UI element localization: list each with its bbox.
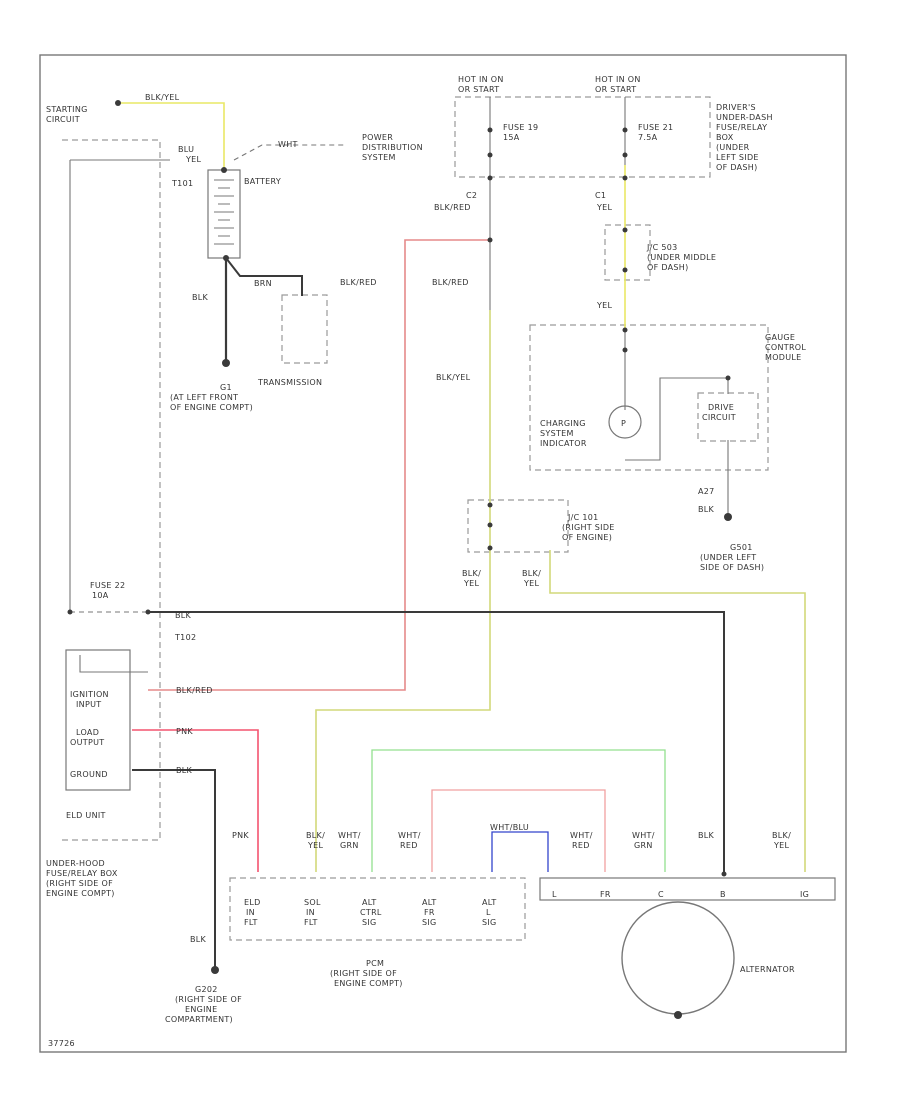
label-alt-pin-b: B <box>720 890 726 899</box>
eld-unit-box <box>65 649 131 791</box>
jc503-outline <box>604 224 651 281</box>
label-alt-pin-ig: IG <box>800 890 809 899</box>
label-alt-pin-l: L <box>552 890 557 899</box>
label-pnk-eld: PNK <box>176 727 193 736</box>
label-pcm-wire-3: WHT/RED <box>398 831 421 850</box>
label-blk-yel-vert: BLK/YEL <box>436 373 471 382</box>
wire-blk-yel-vertical <box>315 310 491 872</box>
transmission-outline <box>281 294 328 364</box>
wire-starting-blk-yel <box>118 102 225 170</box>
alternator-ground-dot <box>674 1011 682 1019</box>
alternator-connector <box>539 877 836 901</box>
wire-wht-red <box>431 789 606 872</box>
label-blk-eld: BLK <box>176 766 193 775</box>
label-alt-pin-fr: FR <box>600 890 611 899</box>
label-blk-red-eld: BLK/RED <box>176 686 213 695</box>
label-blk-g1: BLK <box>192 293 209 302</box>
label-blk-down: BLK <box>190 935 207 944</box>
ground-g501 <box>724 513 732 521</box>
wire-power-distribution <box>233 144 345 161</box>
label-brn: BRN <box>254 279 272 288</box>
label-pcm-wire-5: WHT/RED <box>570 831 593 850</box>
label-blk-red-vert: BLK/RED <box>432 278 469 287</box>
label-pcm-wire-6: WHT/GRN <box>632 831 655 850</box>
label-a27: A27 <box>698 487 715 496</box>
label-pcm-wire-2: WHT/GRN <box>338 831 361 850</box>
wire-battery-transmission <box>225 257 303 296</box>
gauge-module-outline <box>529 324 769 471</box>
label-blu: BLU <box>178 145 194 154</box>
battery-symbol <box>207 169 241 259</box>
ground-g1 <box>222 359 230 367</box>
label-yel: YEL <box>185 155 202 164</box>
label-blk-red-mid: BLK/RED <box>340 278 377 287</box>
label-blk-yel-jc2: BLK/YEL <box>522 569 541 588</box>
jc101-outline <box>467 499 569 553</box>
label-battery: BATTERY <box>244 177 281 186</box>
label-t101: T101 <box>171 179 193 188</box>
wire-blk-red-elc <box>148 239 490 691</box>
wire-blk-yel-alt-ig <box>549 550 806 872</box>
label-yel-gauge: YEL <box>596 301 613 310</box>
wire-indicator-drive <box>625 377 729 461</box>
label-wht-top: WHT <box>278 140 298 149</box>
charging-indicator-lamp <box>608 405 642 439</box>
battery-plates <box>214 179 234 245</box>
wire-blk-alt-b <box>148 611 725 872</box>
wire-wht-blu <box>491 831 549 872</box>
connector-dots <box>67 100 731 877</box>
label-footer: 37726 <box>48 1039 75 1048</box>
pcm-outline <box>229 877 526 941</box>
alternator-symbol <box>621 901 735 1015</box>
label-eld-unit: ELD UNIT <box>66 811 106 820</box>
label-blk-gcm: BLK <box>698 505 715 514</box>
label-blk-yel-jc1: BLK/YEL <box>462 569 481 588</box>
label-pcm-wire-7: BLK <box>698 831 715 840</box>
label-pnk-down: PNK <box>232 831 249 840</box>
label-alt-pin-c: C <box>658 890 664 899</box>
diagram-frame <box>39 54 847 1053</box>
ground-g202 <box>211 966 219 974</box>
label-pcm-wire-4: WHT/BLU <box>490 823 529 832</box>
label-blk-yel-top: BLK/YEL <box>145 93 180 102</box>
drivers-fuse-box-outline <box>454 96 711 178</box>
label-pcm-wire-8: BLK/YEL <box>772 831 791 850</box>
eld-inner-line <box>79 655 148 673</box>
wire-wht-grn <box>371 749 666 872</box>
wire-blk-ground <box>132 769 216 968</box>
lamp-glyph: P <box>621 419 626 428</box>
wire-pnk <box>132 729 259 872</box>
label-alternator: ALTERNATOR <box>740 965 795 974</box>
label-transmission: TRANSMISSION <box>257 378 322 387</box>
label-pcm-wire-1: BLK/YEL <box>306 831 325 850</box>
